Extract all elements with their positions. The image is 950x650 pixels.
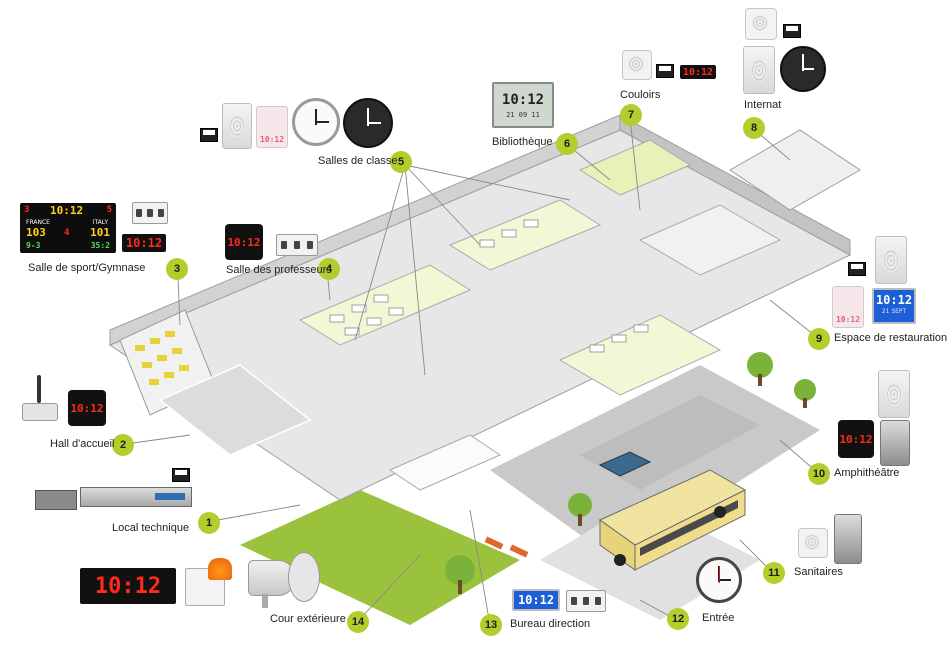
library-digital-clock: 10:12 21 09 11 [492,82,554,128]
callout-2-number: 2 [112,434,134,456]
callout-11-label: Sanitaires [794,566,843,578]
callout-10-label: Amphithéâtre [834,467,900,479]
callout-1-label: Local technique [112,522,190,534]
dorm-mini-icon [783,24,801,38]
hall-led-clock: 10:12 [68,390,106,426]
restaurant-speaker-icon [875,236,907,284]
restaurant-pink-clock: 10:12 [832,286,864,328]
courtyard-large-led-clock: 10:12 [80,568,176,604]
rack-unit-icon [35,490,77,510]
classroom-black-clock-icon [343,98,393,148]
restaurant-mini-icon [848,262,866,276]
beacon-light-icon [208,558,232,580]
callout-8-label: Internat [744,99,782,111]
callout-12-label: Entrée [702,612,735,624]
classroom-pink-clock-time: 10:12 [259,135,285,144]
local-technique-mini-icon [172,468,190,482]
gym-court [158,364,312,456]
restaurant-pink-clock-time: 10:12 [835,315,861,324]
office-lcd-clock: 10:12 [512,589,560,611]
entrance-station-clock-icon [696,557,742,603]
gym-keypad [132,202,168,224]
corridor-led-clock: 10:12 [680,65,716,79]
callout-7-number: 7 [620,104,642,126]
callout-9-number: 9 [808,328,830,350]
callout-2-label: Hall d'accueil [50,438,115,450]
callout-14-label: Cour extérieure [270,613,346,625]
classroom-speaker-icon [222,103,252,149]
classroom-block-a [298,264,472,346]
corridor-mini-icon [656,64,674,78]
scoreboard-team-left: FRANCE [26,219,50,226]
callout-11-number: 11 [763,562,785,584]
courtyard-benches [484,536,529,558]
dormitory-block [729,129,861,211]
school-bus [599,469,747,571]
classroom-mini-icon [200,128,218,142]
scoreboard-score-left: 103 [26,226,46,239]
scoreboard-top-left: 3 [24,205,30,215]
amphitheatre-block [558,314,722,396]
amphitheatre-led-clock: 10:12 [838,420,874,458]
classroom-pink-clock: 10:12 [256,106,288,148]
dorm-speaker-icon [743,46,775,94]
side-wall [619,114,851,256]
microphone-desk-icon [22,375,58,421]
canteen-block [638,204,782,276]
library-clock-time: 10:12 [501,92,545,108]
callout-14-number: 14 [347,611,369,633]
scoreboard-top-right: 5 [106,205,112,215]
gym-scoreboard: 3 10:12 5 FRANCE ITALY 103 4 101 9-3 35:… [20,203,116,253]
staffroom-keypad [276,234,318,256]
restaurant-lcd-date: 21 SEPT [881,308,907,315]
dorm-round-speaker-icon [745,8,777,40]
restaurant-lcd-time: 10:12 [875,293,913,307]
restroom-round-speaker-icon [798,528,828,558]
restaurant-lcd-clock: 10:12 21 SEPT [872,288,916,324]
classroom-block-b [448,199,602,271]
callout-6-label: Bibliothèque [492,136,553,148]
restroom-hand-dryer-icon [834,514,862,564]
office-lcd-time: 10:12 [517,593,555,607]
car [598,451,652,477]
office-keypad [566,590,606,612]
amphitheatre-hand-dryer-icon [880,420,910,466]
callout-3-label: Salle de sport/Gymnase [28,262,146,274]
callout-13-label: Bureau direction [510,618,591,630]
scoreboard-team-right: ITALY [92,219,108,226]
classroom-white-clock-icon [292,98,340,146]
callout-10-number: 10 [808,463,830,485]
corridor-round-speaker-icon [622,50,652,80]
scoreboard-clock: 10:12 [50,204,84,217]
callout-4-label: Salle des professeurs [226,264,332,276]
callout-5-label: Salles de classe [318,155,398,167]
callout-7-label: Couloirs [620,89,661,101]
callout-1-number: 1 [198,512,220,534]
callout-13-number: 13 [480,614,502,636]
scoreboard-right-small: 35:2 [90,241,110,250]
scoreboard-period: 4 [64,228,70,238]
trees [445,352,816,594]
staffroom-led-clock: 10:12 [225,224,263,260]
callout-9-label: Espace de restauration [834,332,948,344]
grass-courtyard [240,490,520,625]
gym-seats [135,331,189,385]
callout-4-number: 4 [318,258,340,280]
dorm-black-clock-icon [780,46,826,92]
callout-3-number: 3 [166,258,188,280]
callout-12-number: 12 [667,608,689,630]
callout-5-number: 5 [390,151,412,173]
horn-loudspeaker-icon [248,548,322,610]
callout-6-number: 6 [556,133,578,155]
callout-8-number: 8 [743,117,765,139]
network-server-icon [80,487,192,507]
scoreboard-score-right: 101 [90,226,110,239]
gym-led-clock: 10:12 [122,234,166,252]
office-block [388,434,502,491]
scoreboard-left-small: 9-3 [26,241,41,250]
classroom-desks [329,219,649,353]
amphitheatre-speaker-icon [878,370,910,418]
library-clock-date: 21 09 11 [506,111,540,119]
